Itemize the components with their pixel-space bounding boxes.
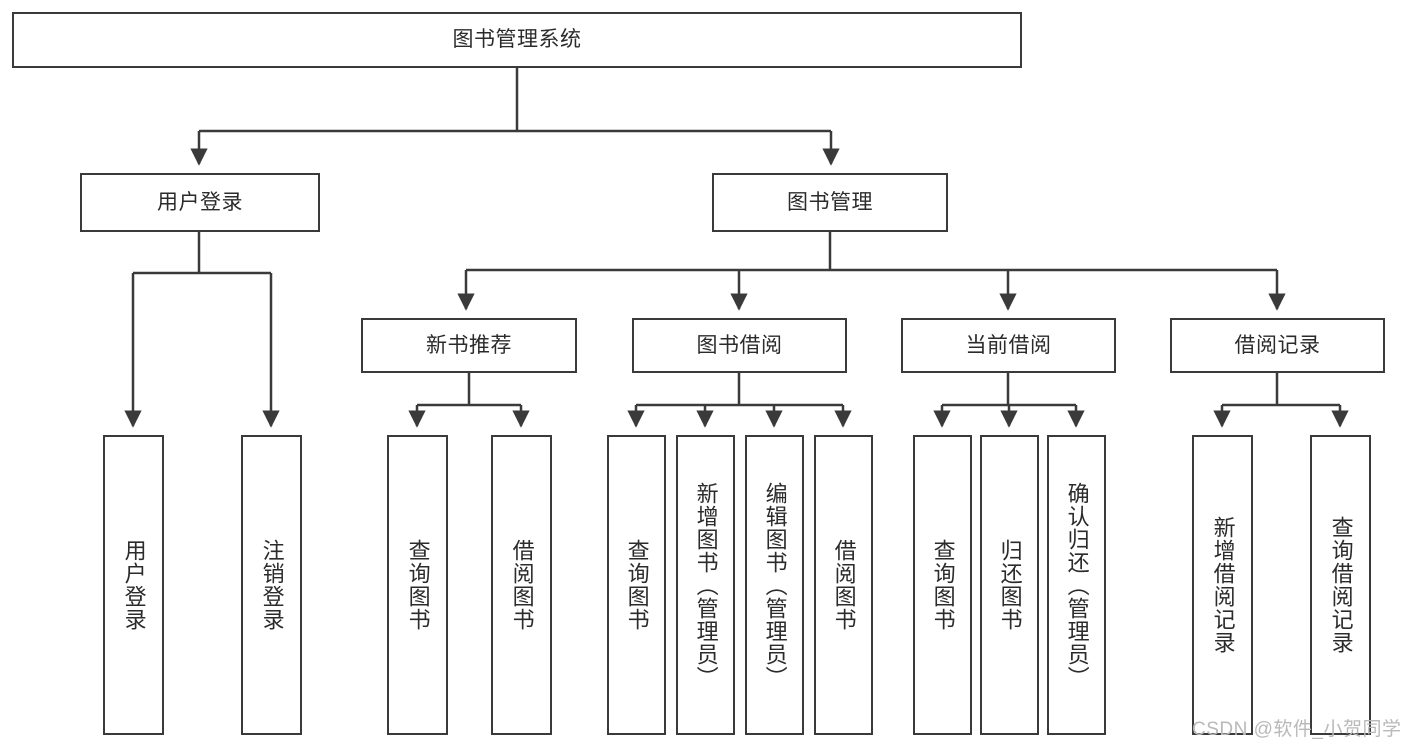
node-book-borrow[interactable]: 图书借阅 [632,318,847,373]
node-label: 借阅图书 [509,539,535,631]
node-label: 图书管理 [787,190,873,214]
node-label: 新书推荐 [426,333,512,357]
leaf-return-book[interactable]: 归还图书 [980,435,1039,735]
leaf-user-login[interactable]: 用户登录 [103,435,164,735]
node-label: 图书借阅 [696,333,783,357]
node-label: 借阅记录 [1234,333,1321,357]
node-label: 用户登录 [157,190,243,214]
leaf-add-borrow-record[interactable]: 新增借阅记录 [1192,435,1253,735]
node-label: 编辑图书（管理员） [762,481,788,689]
node-label: 查询借阅记录 [1328,516,1354,654]
node-label: 当前借阅 [965,333,1052,357]
node-current-borrow[interactable]: 当前借阅 [901,318,1116,373]
node-label: 借阅图书 [831,539,857,631]
node-label: 新增借阅记录 [1210,516,1236,654]
node-borrow-record[interactable]: 借阅记录 [1170,318,1385,373]
leaf-query-book-new-recommend[interactable]: 查询图书 [387,435,448,735]
leaf-borrow-book-borrow[interactable]: 借阅图书 [814,435,873,735]
node-label: 确认归还（管理员） [1064,481,1090,689]
leaf-user-logout[interactable]: 注销登录 [241,435,302,735]
leaf-add-book-admin[interactable]: 新增图书（管理员） [676,435,735,735]
node-label: 注销登录 [259,539,285,631]
node-label: 查询图书 [930,539,956,631]
node-label: 查询图书 [624,539,650,631]
node-new-book-recommend[interactable]: 新书推荐 [361,318,577,373]
leaf-edit-book-admin[interactable]: 编辑图书（管理员） [745,435,804,735]
leaf-confirm-return-admin[interactable]: 确认归还（管理员） [1047,435,1106,735]
node-label: 归还图书 [997,539,1023,631]
leaf-query-borrow-record[interactable]: 查询借阅记录 [1310,435,1371,735]
node-user-login[interactable]: 用户登录 [80,173,320,232]
node-label: 用户登录 [121,539,147,631]
leaf-query-book-borrow[interactable]: 查询图书 [607,435,666,735]
leaf-borrow-book-new-recommend[interactable]: 借阅图书 [491,435,552,735]
leaf-query-book-current[interactable]: 查询图书 [913,435,972,735]
node-label: 查询图书 [405,539,431,631]
node-root-book-management-system[interactable]: 图书管理系统 [12,12,1022,68]
node-book-management[interactable]: 图书管理 [712,173,948,232]
csdn-watermark: CSDN @软件_小贺同学 [1192,719,1402,740]
node-label: 新增图书（管理员） [693,481,719,689]
node-label: 图书管理系统 [452,28,582,52]
